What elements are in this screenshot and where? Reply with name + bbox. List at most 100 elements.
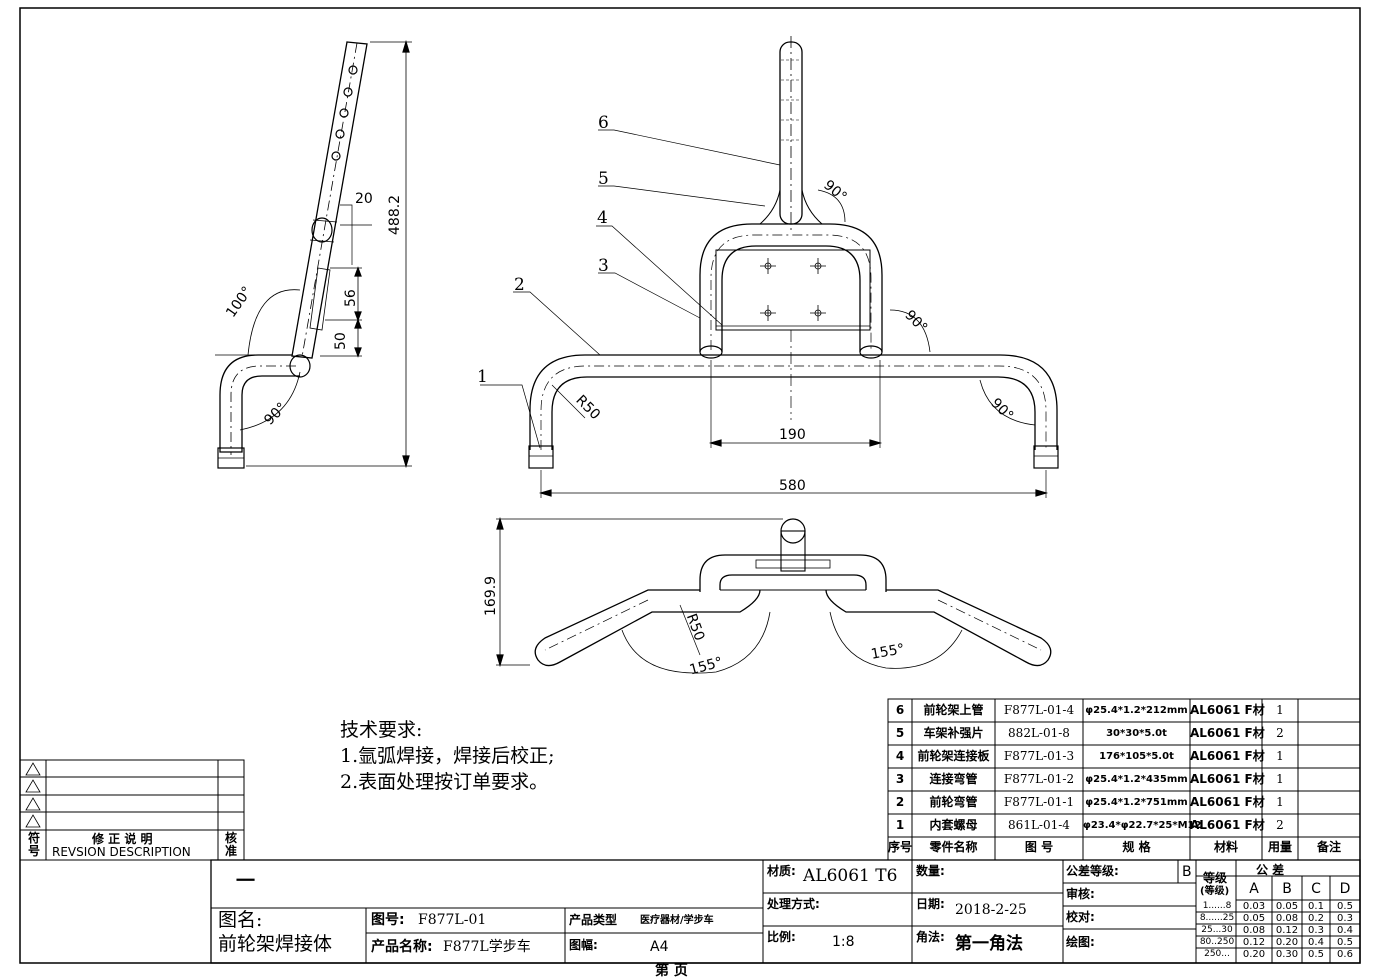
bom-cell-no: 1 [895,818,905,832]
dim-front-580: 580 [779,478,806,494]
tolerance-value: 0.05 [1242,913,1266,924]
tolerance-value: 0.4 [1308,937,1324,948]
title-scale: 1:8 [832,934,855,950]
title-projection: 第一角法 [955,934,1023,954]
title-material: AL6061 T6 [803,866,898,886]
part-label-1: 1 [477,367,488,387]
revision-header-desc-en: REVSION DESCRIPTION [52,845,191,859]
title-review-label: 审核: [1066,887,1095,901]
tolerance-value: 0.5 [1308,949,1324,960]
tolerance-value: 0.03 [1242,901,1266,912]
bom-cell-name: 连接弯管 [929,772,978,786]
title-treatment-label: 处理方式: [767,897,820,911]
title-product-type: 医疗器材/学步车 [640,915,714,926]
tolerance-range: 25...30 [1201,925,1233,935]
tolerance-value: 0.5 [1337,901,1353,912]
bom-header-drawing: 图 号 [1024,840,1054,854]
bom-cell-qty: 1 [1276,749,1284,763]
tolerance-value: 0.08 [1275,913,1299,924]
revision-header-desc-cn: 修 正 说 明 [92,832,153,846]
title-draw-label: 绘图: [1066,935,1095,949]
tolerance-value: 0.12 [1242,937,1266,948]
tolerance-range: 250... [1204,949,1230,959]
dim-side-20: 20 [355,191,373,207]
title-sheet-size-label: 图幅: [569,938,598,952]
title-drawing-no-label: 图号: [371,912,405,928]
tolerance-grade-label: 等级 [1203,871,1228,885]
bom-cell-spec: φ25.4*1.2*435mm [1085,774,1188,785]
title-product-name-label: 产品名称: [371,939,433,955]
bom-header-name: 零件名称 [929,840,978,854]
bom-cell-material: AL6061 F材 [1190,772,1265,786]
side-view [215,39,412,469]
bom-cell-name: 前轮架上管 [923,703,984,717]
title-revision-mark: 一 [236,870,256,892]
bom-cell-material: AL6061 F材 [1190,726,1265,740]
title-sheet-size: A4 [650,939,669,955]
part-label-6: 6 [598,113,609,133]
bom-cell-material: AL6061 F材 [1190,703,1265,717]
bom-cell-drawing: F877L-01-4 [1003,703,1075,717]
bom-cell-qty: 1 [1276,772,1284,786]
bom-cell-drawing: F877L-01-3 [1003,749,1075,763]
bom-cell-no: 2 [895,795,905,809]
bom-cell-spec: φ23.4*φ22.7*25*M12 [1083,820,1202,831]
part-label-4: 4 [597,208,608,228]
bom-cell-material: AL6061 F材 [1190,818,1265,832]
bom-cell-drawing: F877L-01-1 [1003,795,1075,809]
bom-cell-no: 6 [895,703,905,717]
tolerance-value: 0.20 [1275,937,1299,948]
bom-cell-qty: 1 [1276,795,1284,809]
title-page-label: 第 页 [655,963,688,979]
part-label-5: 5 [598,169,609,189]
top-view [496,516,1052,674]
bom-header-no: 序号 [888,840,913,854]
bom-cell-drawing: 861L-01-4 [1008,818,1070,832]
tolerance-value: 0.05 [1275,901,1299,912]
title-product-name: F877L学步车 [443,939,531,955]
front-view [480,36,1059,498]
part-label-3: 3 [598,256,609,276]
bom-cell-drawing: F877L-01-2 [1003,772,1075,786]
title-material-label: 材质: [767,864,796,878]
title-quantity-label: 数量: [916,864,945,878]
bom-cell-name: 前轮弯管 [929,795,978,809]
title-drawing-name: 前轮架焊接体 [218,933,333,955]
tech-requirements-title: 技术要求: [340,719,423,741]
tolerance-col-header: B [1282,881,1292,897]
tolerance-value: 0.2 [1308,913,1324,924]
tolerance-value: 0.30 [1275,949,1299,960]
bom-cell-name: 内套螺母 [929,818,978,832]
tolerance-value: 0.3 [1308,925,1324,936]
tolerance-range: 80..250 [1199,937,1235,947]
bom-cell-no: 3 [895,772,905,786]
tolerance-value: 0.6 [1337,949,1353,960]
dim-top-height: 169.9 [483,575,499,616]
part-label-2: 2 [514,275,525,295]
bom-cell-spec: φ25.4*1.2*751mm [1085,797,1188,808]
tolerance-value: 0.08 [1242,925,1266,936]
bom-cell-spec: 30*30*5.0t [1106,728,1167,739]
tolerance-grade-sub: (等级) [1200,886,1230,897]
tolerance-range: 1......8 [1202,901,1232,911]
bom-header-qty: 用量 [1267,840,1292,854]
tolerance-value: 0.3 [1337,913,1353,924]
title-date: 2018-2-25 [955,902,1027,918]
title-drawing-name-label: 图名: [218,909,263,931]
bom-cell-drawing: 882L-01-8 [1008,726,1070,740]
bom-cell-no: 5 [895,726,905,740]
bom-cell-spec: φ25.4*1.2*212mm [1085,705,1188,716]
bom-cell-no: 4 [895,749,905,763]
tech-requirement-item: 2.表面处理按订单要求。 [340,771,549,793]
bom-cell-spec: 176*105*5.0t [1099,751,1174,762]
tolerance-col-header: A [1249,881,1259,897]
title-tolerance-grade: B [1182,864,1192,880]
tolerance-value: 0.1 [1308,901,1324,912]
tolerance-value: 0.12 [1275,925,1299,936]
tolerance-value: 0.20 [1242,949,1266,960]
tolerance-col-header: D [1339,881,1351,897]
revision-header-symbol: 符号 [27,831,40,858]
bom-cell-material: AL6061 F材 [1190,749,1265,763]
bom-cell-qty: 1 [1276,703,1284,717]
